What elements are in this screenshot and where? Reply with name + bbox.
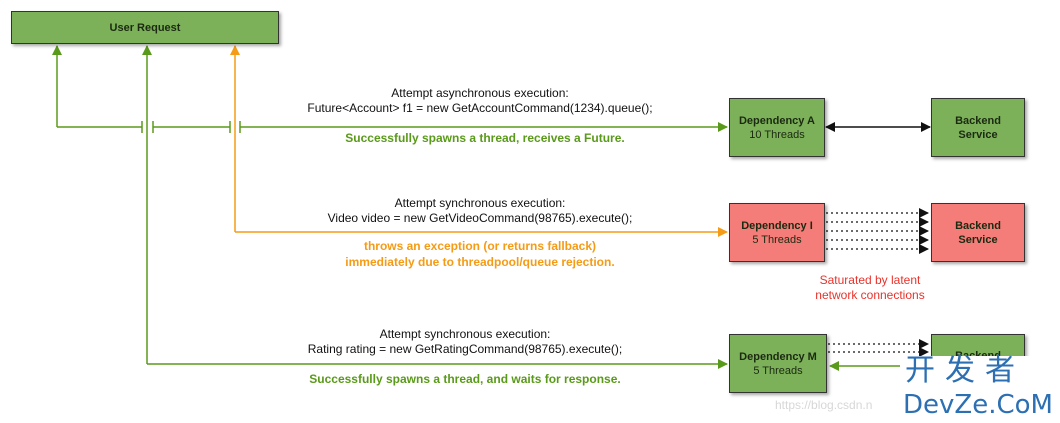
dependency-m-name: Dependency M xyxy=(739,350,817,363)
user-request-label: User Request xyxy=(109,21,181,34)
section-m-line2: Rating rating = new GetRatingCommand(987… xyxy=(307,342,623,356)
dependency-a-box: Dependency A 10 Threads xyxy=(729,98,825,157)
dependency-a-name: Dependency A xyxy=(738,114,815,127)
flow-line-dependency-i xyxy=(230,45,728,237)
flow-line-dependency-m xyxy=(142,45,728,369)
dependency-i-box: Dependency I 5 Threads xyxy=(729,203,825,262)
backend-service-i-box: Backend Service xyxy=(931,203,1025,262)
dependency-m-box: Dependency M 5 Threads xyxy=(729,334,827,393)
dependency-i-backend-links xyxy=(826,208,929,254)
dependency-i-name: Dependency I xyxy=(741,219,813,232)
section-a-line1: Attempt asynchronous execution: xyxy=(391,86,569,100)
section-a-description: Attempt asynchronous execution: Future<A… xyxy=(270,86,690,116)
section-m-description: Attempt synchronous execution: Rating ra… xyxy=(255,327,675,357)
saturated-note-line2: network connections xyxy=(815,288,925,302)
dependency-a-threads: 10 Threads xyxy=(749,128,805,141)
backend-i-line2: Service xyxy=(958,233,998,246)
section-i-result-line1: throws an exception (or returns fallback… xyxy=(363,239,597,253)
backend-i-line1: Backend xyxy=(955,219,1001,232)
backend-service-a-box: Backend Service xyxy=(931,98,1025,157)
dependency-m-backend-links xyxy=(828,339,929,357)
watermark-cn: 开发者 xyxy=(905,353,1025,388)
section-a-result: Successfully spawns a thread, receives a… xyxy=(345,131,625,145)
section-i-line2: Video video = new GetVideoCommand(98765)… xyxy=(327,211,633,225)
section-m-result: Successfully spawns a thread, and waits … xyxy=(309,372,621,386)
watermark-white-backdrop xyxy=(900,356,1060,423)
saturated-note: Saturated by latent network connections xyxy=(790,273,950,303)
section-i-result: throws an exception (or returns fallback… xyxy=(270,238,690,270)
saturated-note-line1: Saturated by latent xyxy=(819,273,921,287)
watermark-en: DevZe.CoM xyxy=(903,390,1053,420)
section-i-result-line2: immediately due to threadpool/queue reje… xyxy=(345,255,615,269)
backend-a-line2: Service xyxy=(958,128,998,141)
section-m-line1: Attempt synchronous execution: xyxy=(379,327,551,341)
watermark-url: https://blog.csdn.n xyxy=(775,398,873,412)
dependency-m-threads: 5 Threads xyxy=(753,364,803,377)
backend-a-line1: Backend xyxy=(955,114,1001,127)
dependency-i-threads: 5 Threads xyxy=(752,233,802,246)
section-i-description: Attempt synchronous execution: Video vid… xyxy=(270,196,690,226)
section-a-line2: Future<Account> f1 = new GetAccountComma… xyxy=(307,101,653,115)
flow-line-dependency-a xyxy=(52,45,728,133)
user-request-box: User Request xyxy=(11,11,279,44)
section-i-line1: Attempt synchronous execution: xyxy=(394,196,566,210)
